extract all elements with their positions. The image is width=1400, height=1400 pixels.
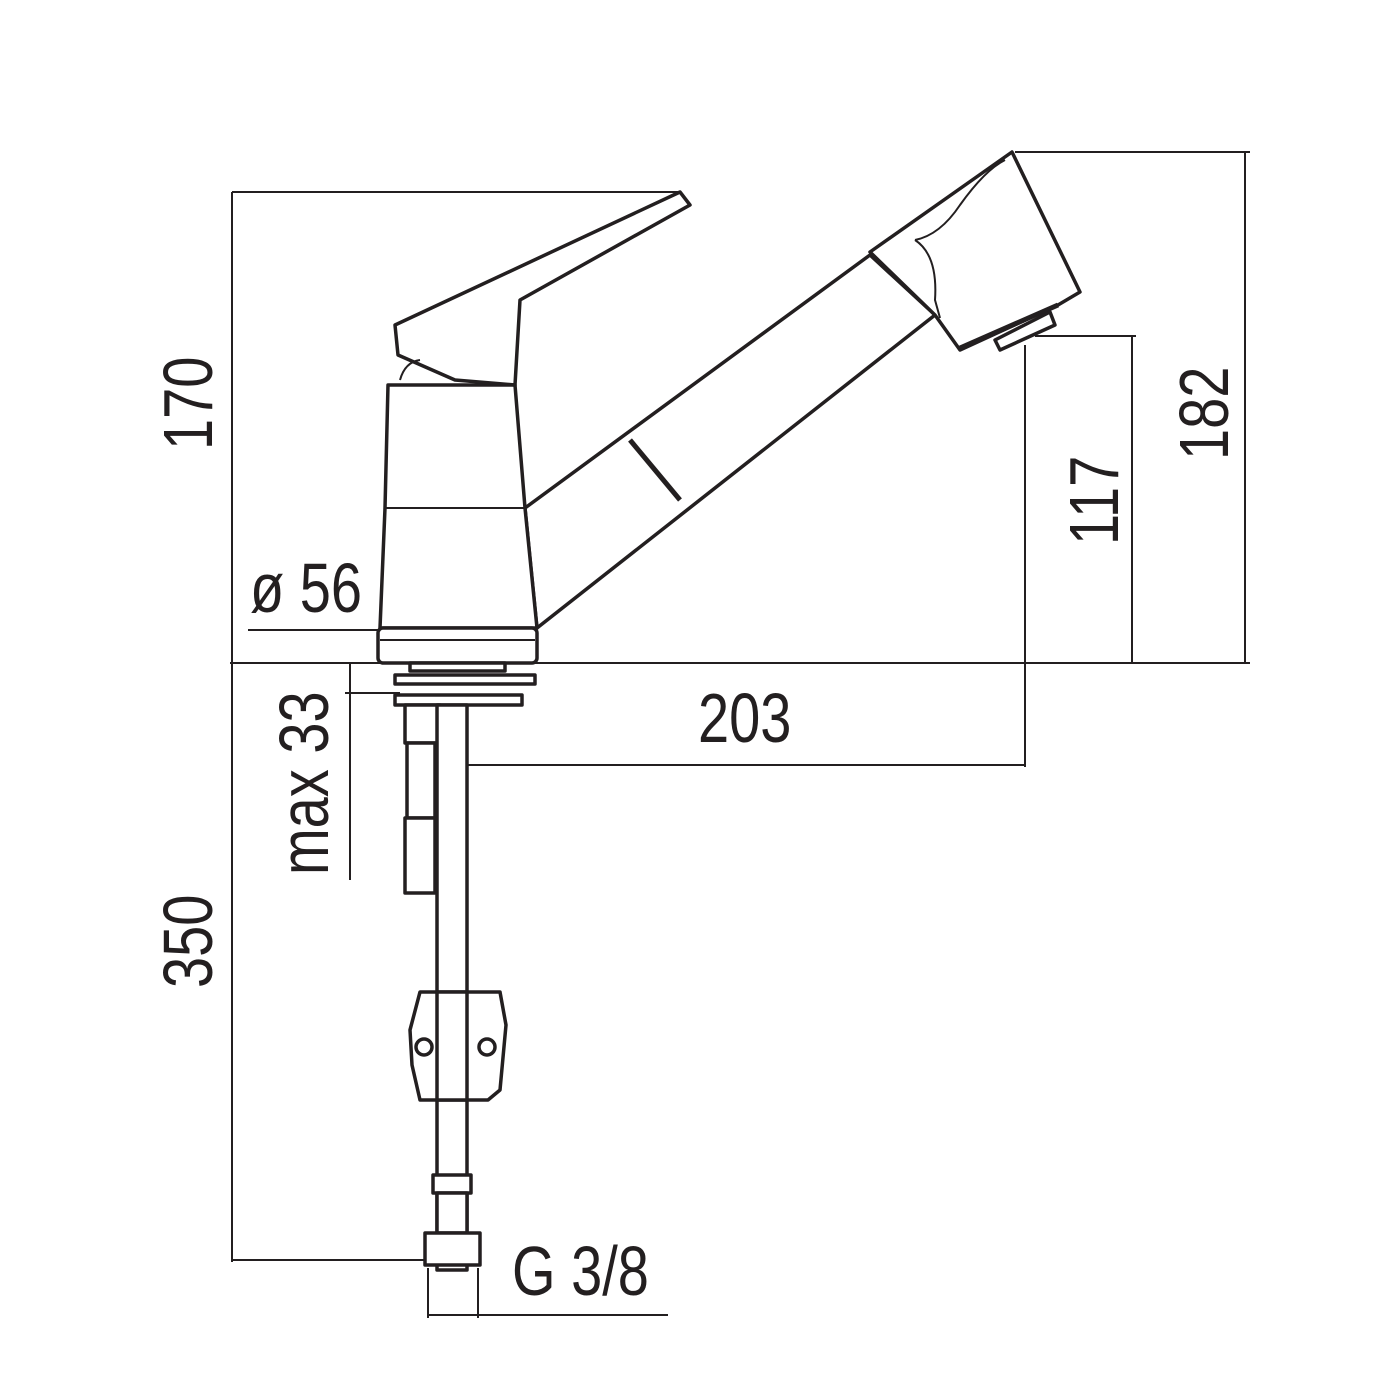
washer: [393, 673, 537, 686]
lever-joint: [399, 359, 421, 381]
ferrule: [431, 1173, 473, 1195]
base-ring: [376, 626, 539, 665]
spout-band: [628, 438, 682, 502]
head-contour: [914, 159, 1006, 241]
dimension-labels: 170 182 117 ø 56 203 max 33 350 G 3/8: [150, 357, 1243, 1311]
label-350: 350: [150, 895, 227, 988]
label-182: 182: [1166, 367, 1243, 460]
dimension-lines: [230, 151, 1250, 1318]
label-diameter-56: ø 56: [250, 550, 362, 627]
screw-icon: [477, 1037, 497, 1057]
faucet: [376, 150, 1082, 1272]
hose-cold: [405, 741, 437, 820]
label-203: 203: [698, 680, 791, 757]
label-117: 117: [1056, 456, 1133, 545]
hose-fitting: [403, 816, 437, 895]
mixer-body: [378, 383, 539, 630]
shank: [408, 661, 507, 673]
ferrule-knurl: [435, 1191, 469, 1235]
nozzle: [993, 310, 1057, 352]
hose-through-clamp: [435, 990, 469, 1102]
label-max-33: max 33: [266, 691, 343, 875]
label-170: 170: [150, 357, 227, 450]
label-g38: G 3/8: [512, 1233, 649, 1310]
lever-handle: [393, 190, 692, 387]
connection-nut: [423, 1231, 482, 1267]
spout: [523, 253, 937, 630]
screw-icon: [414, 1037, 434, 1057]
hex-fitting: [403, 703, 442, 745]
head-contour-2: [914, 239, 941, 319]
head-rim: [958, 302, 1060, 351]
